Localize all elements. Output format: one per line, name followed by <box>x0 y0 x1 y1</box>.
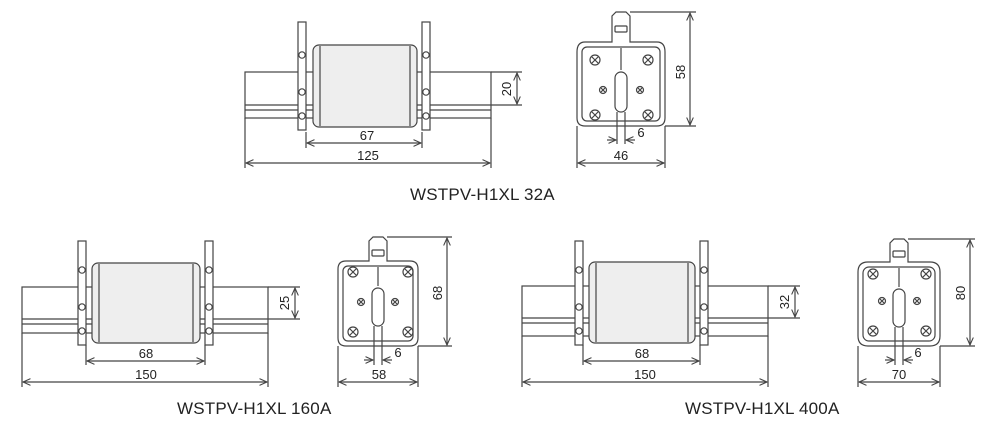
fuse-32a-end-view <box>576 11 696 168</box>
fuse-160a-rail-height-label: 25 <box>277 296 292 310</box>
fuse-160a-end-height-label: 68 <box>430 286 445 300</box>
fuse-160a-end-width-label: 58 <box>372 367 386 382</box>
fuse-400a-rail-height-label: 32 <box>777 295 792 309</box>
fuse-400a-end-height-label: 80 <box>953 286 968 300</box>
fuse-32a-side-view <box>244 21 522 168</box>
fuse-32a-end-height-label: 58 <box>673 65 688 79</box>
fuse-400a-end-width-label: 70 <box>892 367 906 382</box>
fuse-32a-body-width-label: 67 <box>360 128 374 143</box>
fuse-400a-overall-length-label: 150 <box>634 367 656 382</box>
fuse-400a-caption: WSTPV-H1XL 400A <box>685 399 840 418</box>
fuse-400a-body-width-label: 68 <box>635 346 649 361</box>
fuse-32a-rail-height-label: 20 <box>499 82 514 96</box>
fuse-400a-side-view <box>521 240 800 387</box>
fuse-160a-side-view <box>21 240 300 387</box>
fuse-160a-body-width-label: 68 <box>139 346 153 361</box>
fuse-160a-caption: WSTPV-H1XL 160A <box>177 399 332 418</box>
fuse-32a-overall-length-label: 125 <box>357 148 379 163</box>
fuse-160a-overall-length-label: 150 <box>135 367 157 382</box>
fuse-32a-slot-label: 6 <box>637 125 644 140</box>
fuse-32a-caption: WSTPV-H1XL 32A <box>410 185 555 204</box>
fuse-32a-end-width-label: 46 <box>614 148 628 163</box>
fuse-400a-slot-label: 6 <box>914 345 921 360</box>
fuse-400a-end-view <box>857 238 975 387</box>
fuse-160a-slot-label: 6 <box>394 345 401 360</box>
fuse-160a-end-view <box>337 236 452 387</box>
